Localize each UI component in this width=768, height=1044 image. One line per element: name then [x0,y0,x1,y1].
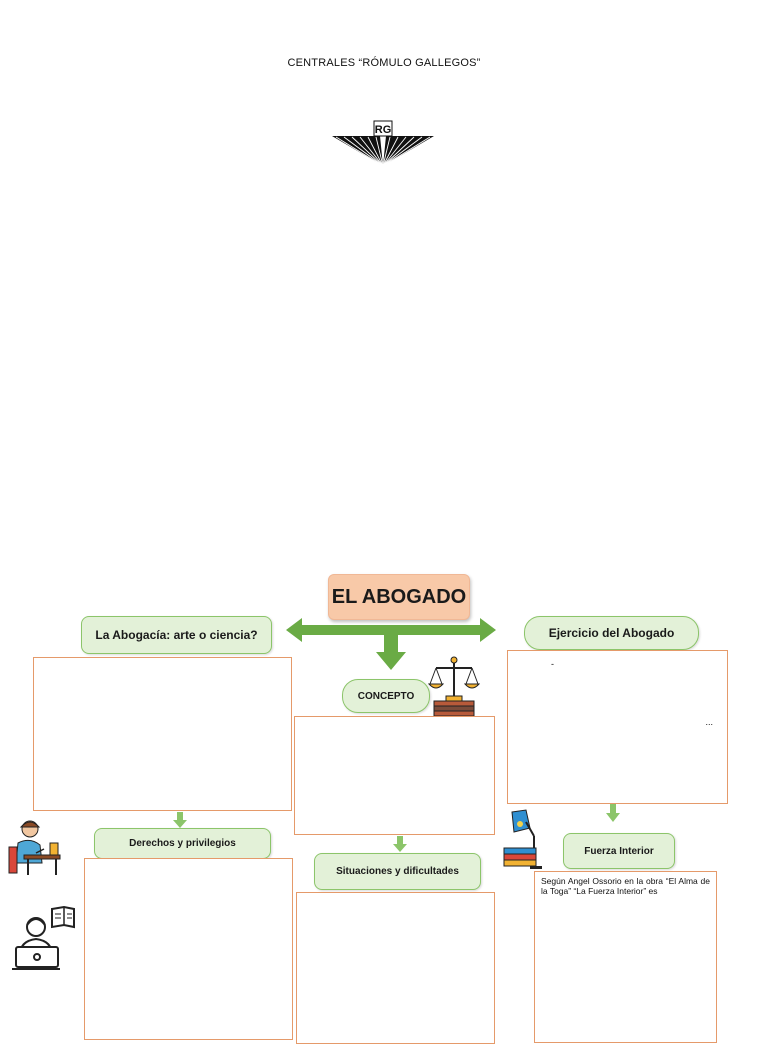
arrow-down-right [606,804,620,822]
abogacia-content-box [33,657,292,811]
heading-concepto: CONCEPTO [342,679,430,713]
derechos-content-box [84,858,293,1040]
heading-fuerza: Fuerza Interior [563,833,675,869]
arrow-down-center [393,836,407,852]
heading-derechos: Derechos y privilegios [94,828,271,859]
heading-abogacia: La Abogacía: arte o ciencia? [81,616,272,654]
scales-of-justice-icon [428,656,480,716]
logo-letters: RG [375,124,392,136]
fuerza-content-box: Según Angel Ossorio en la obra “El Alma … [534,871,717,1043]
situaciones-content-box [296,892,495,1044]
student-writing-icon [6,817,64,877]
diagram-title: EL ABOGADO [328,574,470,620]
fuerza-text: Según Angel Ossorio en la obra “El Alma … [541,876,710,896]
heading-ejercicio: Ejercicio del Abogado [524,616,699,650]
lamp-books-icon [500,808,544,870]
rg-wings-logo-icon: RG [330,118,436,170]
institution-header: CENTRALES “RÓMULO GALLEGOS” [287,57,481,69]
concepto-content-box [294,716,495,835]
branch-arrow [286,614,496,674]
arrow-down-left [173,812,187,828]
heading-situaciones: Situaciones y dificultades [314,853,481,890]
ejercicio-mark-bottom: ... [705,717,713,727]
ejercicio-mark-top: - [551,659,554,669]
student-laptop-icon [12,905,76,973]
ejercicio-content-box: - ... [507,650,728,804]
